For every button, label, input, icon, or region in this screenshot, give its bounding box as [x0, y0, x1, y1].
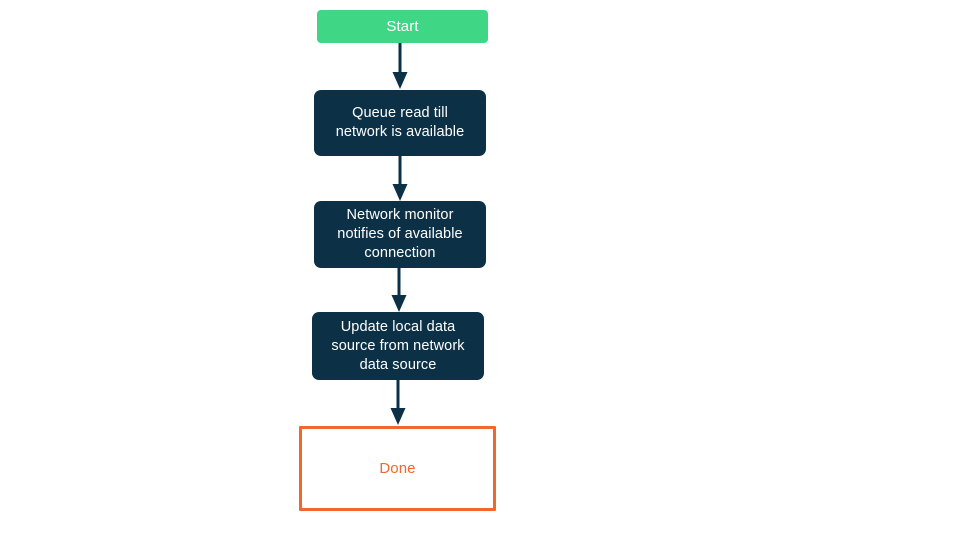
flow-node-done-label: Done	[379, 460, 416, 477]
flow-node-queue-read[interactable]: Queue read till network is available	[314, 90, 486, 156]
flow-edge-network-monitor-to-update-local	[390, 268, 408, 313]
flow-node-queue-read-label: Queue read till network is available	[335, 105, 465, 140]
flow-node-update-local[interactable]: Update local data source from network da…	[312, 312, 484, 380]
flow-edge-update-local-to-done	[389, 380, 407, 426]
flow-node-update-local-label: Update local data source from network da…	[331, 318, 465, 373]
flow-node-done[interactable]: Done	[299, 426, 496, 511]
flow-node-start-label: Start	[386, 18, 419, 35]
flow-node-network-monitor-label: Network monitor notifies of available co…	[337, 207, 463, 261]
flow-edge-start-to-queue-read	[391, 43, 409, 90]
flow-node-start[interactable]: Start	[317, 10, 488, 43]
flow-edge-queue-read-to-network-monitor	[391, 156, 409, 202]
flow-node-network-monitor[interactable]: Network monitor notifies of available co…	[314, 201, 486, 268]
